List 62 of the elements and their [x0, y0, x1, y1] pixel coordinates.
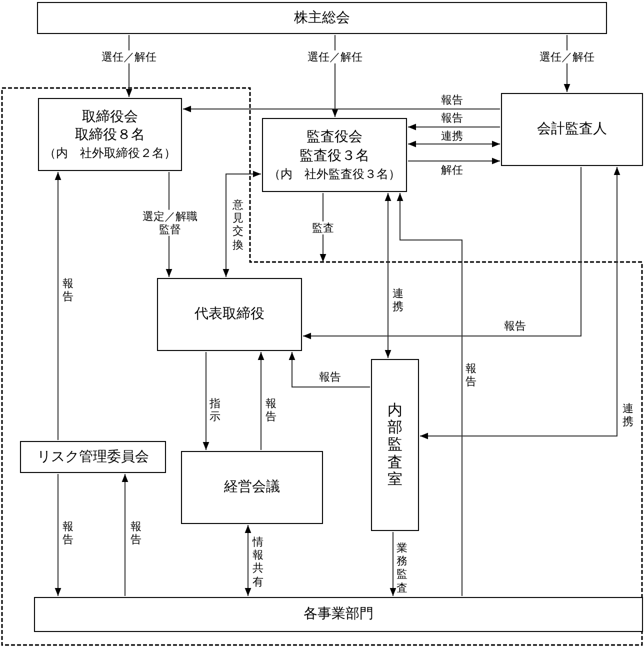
arrow	[320, 192, 326, 262]
organization-box	[371, 359, 419, 531]
edge-label: 情報共有	[252, 536, 264, 588]
edge-label: 連携	[392, 286, 404, 314]
organization-box	[262, 118, 407, 192]
arrow	[420, 166, 620, 440]
arrow	[54, 172, 62, 440]
arrow	[222, 170, 262, 278]
edge-label: 監査	[312, 221, 334, 235]
edge-label: 業務監査	[396, 542, 408, 594]
edge-label: 報告	[441, 111, 463, 125]
organization-box	[157, 278, 302, 351]
arrow	[288, 352, 370, 388]
edge-label: 選任／解任	[540, 50, 594, 64]
arrow	[202, 352, 210, 450]
edge-label: 報告	[62, 276, 74, 304]
box-title: リスク管理委員会	[37, 448, 149, 466]
edge-label: 報告	[465, 362, 477, 388]
arrow	[384, 192, 392, 358]
arrow	[408, 124, 500, 130]
edge-label: 選定／解職監督	[140, 210, 200, 236]
arrow	[54, 474, 62, 596]
box-title: 内部監査室	[387, 402, 403, 488]
box-title: 経営会議	[224, 478, 280, 497]
box-title: 株主総会	[294, 8, 350, 28]
edge-label: 報告	[441, 93, 463, 107]
box-title: 各事業部門	[304, 605, 374, 624]
box-title: 代表取締役	[194, 305, 264, 324]
organization-box	[20, 441, 166, 473]
edge-label: 意見交換	[232, 198, 244, 252]
arrow	[302, 166, 582, 340]
arrow	[408, 158, 500, 164]
edge-label: 解任	[441, 163, 463, 177]
edge-label: 指示	[209, 396, 221, 424]
edge-label: 報告	[62, 520, 74, 546]
organization-box	[34, 597, 643, 632]
edge-label: 連携	[622, 402, 634, 428]
arrow	[244, 524, 252, 596]
edge-label: 報告	[130, 520, 142, 546]
box-text: （内 社外監査役３名）	[268, 166, 400, 182]
edge-label: 選任／解任	[102, 50, 156, 64]
box-title: 監査役会	[306, 128, 362, 147]
organization-box	[37, 2, 607, 34]
organization-box	[501, 93, 643, 166]
box-text: （内 社外取締役２名）	[44, 145, 176, 162]
organization-box	[181, 451, 323, 524]
edge-label: 連携	[441, 129, 463, 143]
box-text: 監査役３名	[300, 146, 370, 166]
edge-label: 選任／解任	[308, 50, 362, 64]
organization-box	[38, 98, 182, 171]
edge-label: 報告	[504, 319, 526, 333]
edge-label: 報告	[319, 370, 341, 384]
arrow	[408, 140, 500, 148]
edge-label: 報告	[265, 396, 277, 424]
arrow	[396, 192, 462, 596]
box-text: 取締役８名	[75, 126, 145, 146]
box-title: 取締役会	[82, 108, 138, 126]
arrow	[258, 352, 264, 450]
arrow	[122, 474, 128, 596]
arrow	[182, 106, 500, 112]
arrow	[390, 532, 396, 596]
box-title: 会計監査人	[537, 120, 607, 139]
